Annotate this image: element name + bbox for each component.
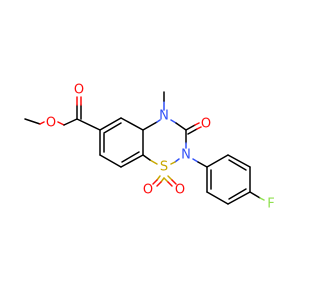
bond-c-n4 — [142, 121, 158, 131]
atom-o-sulfonyl-left: O — [143, 183, 153, 198]
bond-so-right-gold — [167, 175, 173, 181]
bond-so-right2 — [167, 181, 173, 187]
bond-c-ring — [76, 118, 101, 131]
bond-ring-inner-2 — [121, 151, 140, 163]
bond-n2-s — [170, 161, 176, 165]
atom-o-ether: O — [46, 116, 56, 131]
structure-svg: O O N O N S O O F — [24, 83, 275, 212]
bond-so-left2-gold — [160, 177, 165, 183]
atom-n2: N — [181, 148, 191, 163]
bond-ring-2 — [120, 117, 144, 131]
atom-s1: S — [160, 160, 168, 175]
bond-o-c-black — [63, 118, 78, 126]
bond-n2-ph — [197, 161, 208, 168]
bond-so-left2 — [156, 181, 162, 187]
bond-ring-5 — [99, 154, 122, 168]
bond-ph-4 — [227, 191, 251, 205]
bond-ph-5 — [206, 191, 229, 205]
atom-n4: N — [159, 109, 169, 124]
atom-o-c3: O — [201, 117, 211, 132]
molecule-diagram: O O N O N S O O F — [24, 83, 275, 212]
bond-c3-o-red — [194, 122, 200, 126]
bond-ph-2 — [227, 154, 251, 168]
bond-ring-4 — [120, 154, 144, 168]
atom-o-sulfonyl-right: O — [175, 183, 185, 198]
bond-ph-1 — [206, 154, 229, 168]
bond-s-c — [142, 154, 151, 161]
bond-c-f — [249, 191, 261, 199]
bond-c3-o2-red — [196, 126, 202, 130]
bond-c-n4-blue — [156, 119, 161, 123]
atom-o-ester-carbonyl: O — [74, 83, 84, 98]
bond-c-f-green — [259, 197, 265, 201]
bond-ph-inner-1 — [228, 159, 247, 171]
bond-o-c — [57, 121, 65, 126]
bond-methyl-o — [24, 118, 41, 125]
bond-ring-1 — [99, 117, 122, 131]
bond-so-right — [171, 179, 177, 185]
bond-n4-c3-blue — [170, 119, 177, 124]
bond-so-left-gold — [156, 175, 161, 181]
atom-f: F — [267, 197, 274, 212]
bond-n4-c3 — [175, 122, 187, 131]
bond-n2-s-blue — [174, 158, 180, 163]
bond-c3-o — [185, 124, 196, 131]
bond-ph-inner-2 — [228, 188, 247, 200]
bond-so-right2-gold — [163, 177, 169, 183]
bond-s-c-gold — [149, 159, 158, 165]
bond-so-left — [152, 179, 158, 185]
bond-ring-inner-1 — [103, 122, 122, 134]
bond-methyl-o-red — [39, 121, 45, 125]
bond-c3-o2 — [187, 128, 198, 135]
bond-n2-ph-blue — [192, 158, 199, 163]
